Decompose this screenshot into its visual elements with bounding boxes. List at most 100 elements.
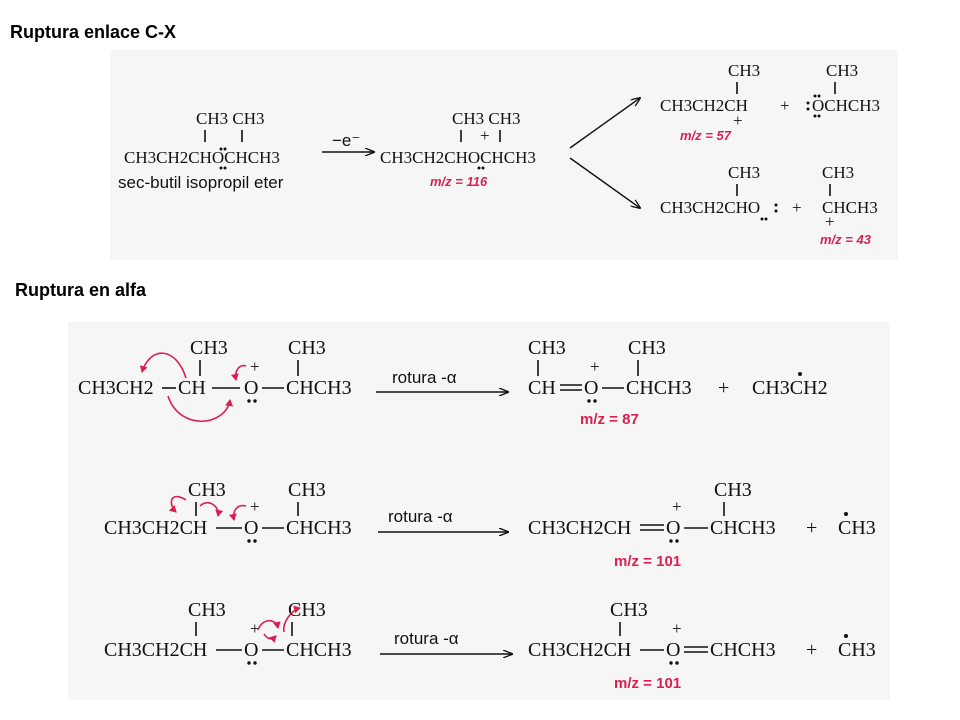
chem-group: CH3 [188,479,226,501]
chem-group: O [244,377,258,399]
mz-101: m/z = 101 [614,553,681,570]
electron-dot [587,399,591,403]
chem-group: CH3 [288,479,326,501]
electron-dot [675,539,679,543]
charge-sign: + [672,497,682,516]
chem-group: CHCH3 [710,517,776,539]
charge-sign: + [250,357,260,376]
product-c-top: CH3 [728,163,760,182]
electron-dot [813,114,817,118]
chem-group: CH3 [188,599,226,621]
chem-group: CH3CH2CH [104,517,207,539]
mz-116: m/z = 116 [430,174,488,189]
electron-dot [813,94,817,98]
product-isopropoxy-radical: CH3 OCHCH3 [806,61,880,118]
row1-ethyl-radical: CH3CH2 [752,372,828,399]
electron-dot [247,399,251,403]
rotura-alpha-label: rotura -α [388,507,453,526]
product-a-top: CH3 [728,61,760,80]
chem-group: CH [178,377,206,399]
electron-dot [219,166,223,170]
charge-sign: + [825,212,835,231]
electron-dot [798,372,802,376]
electron-dot [253,539,257,543]
chem-group: CH [528,377,556,399]
chem-group: O [666,517,680,539]
plus-sign: + [792,198,802,217]
electron-dot [806,101,810,105]
row3-product: CH3 CH3CH2CH O + CHCH3 m/z = 101 [528,599,776,692]
electron-dot [806,107,810,111]
charge-sign: + [733,111,743,130]
chem-group: CHCH3 [626,377,692,399]
mz-57: m/z = 57 [680,128,732,143]
row2-methyl-radical: CH3 [838,512,876,539]
row1-reactant: CH3 CH3 CH3CH2 CH O + CHCH3 [78,337,352,422]
alpha-row-2: CH3 CH3 CH3CH2CH O + CHCH3 rotura -α CH3… [104,479,876,570]
electron-dot [760,217,764,221]
electron-dot [844,634,848,638]
electron-dot [669,539,673,543]
ionization-reagent: −e⁻ [332,131,360,150]
product-b-formula: OCHCH3 [812,96,880,115]
electron-dot [219,147,223,151]
chem-group: CH3CH2CH [528,639,631,661]
reactant-name: sec-butil isopropil eter [118,173,284,192]
electron-dot [247,661,251,665]
product-b-top: CH3 [826,61,858,80]
plus-sign: + [718,377,729,399]
electron-dot [817,114,821,118]
product-d-formula: CHCH3 [822,198,878,217]
charge-sign: + [672,619,682,638]
branch-arrow-upper [569,98,640,149]
row3-reactant: CH3 CH3 CH3CH2CH O + CHCH3 [104,599,352,665]
chem-group: CH3 [190,337,228,359]
chem-group: CH3 [288,337,326,359]
product-c-formula: CH3CH2CHO [660,198,760,217]
scheme1-reactant: CH3 CH3 CH3CH2CHOCHCH3 sec-butil isoprop… [118,109,284,192]
row1-product: CH3 CH3 CH O + CHCH3 m/z = 87 [528,337,692,428]
chem-group: CH3 [714,479,752,501]
electron-push-arrow [282,605,301,633]
cation-top-methyls: CH3 CH3 [452,109,520,128]
chem-group: CHCH3 [286,377,352,399]
chem-group: CH3 [288,599,326,621]
electron-dot [675,661,679,665]
row2-reactant: CH3 CH3 CH3CH2CH O + CHCH3 [104,479,352,543]
row3-methyl-radical: CH3 [838,634,876,661]
charge-sign: + [250,497,260,516]
product-sec-butoxy-radical: CH3 CH3CH2CHO [660,163,778,221]
mz-101: m/z = 101 [614,675,681,692]
electron-dot [774,203,778,207]
chem-group: CHCH3 [286,639,352,661]
plus-sign: + [780,96,790,115]
plus-sign: + [806,639,817,661]
charge-sign: + [480,126,490,145]
plus-sign: + [806,517,817,539]
electron-dot [593,399,597,403]
chem-group: CH3 [628,337,666,359]
electron-dot [844,512,848,516]
chem-group: O [244,639,258,661]
reactant-formula: CH3CH2CHOCHCH3 [124,148,280,167]
mz-43: m/z = 43 [820,232,872,247]
electron-dot [223,166,227,170]
panel-cx-scheme [110,50,898,260]
product-isopropyl-cation: CH3 CHCH3 + m/z = 43 [820,163,878,247]
electron-dot [223,147,227,151]
charge-sign: + [250,619,260,638]
panel-alpha-scheme [68,322,890,700]
reactant-top-methyls: CH3 CH3 [196,109,264,128]
chem-group: CH3 [838,639,876,661]
alpha-row-1: CH3 CH3 CH3CH2 CH O + CHCH3 rotura -α CH… [78,337,828,428]
oxygen-lone-pairs [219,147,227,170]
heading-cx-cleavage: Ruptura enlace C-X [10,22,177,42]
scheme1-radical-cation: CH3 CH3 CH3CH2CHOCHCH3 + m/z = 116 [380,109,536,189]
chem-group: O [584,377,598,399]
cation-formula: CH3CH2CHOCHCH3 [380,148,536,167]
electron-push-arrow [263,633,277,644]
electron-dot [477,166,481,170]
chem-group: CH3CH2CH [528,517,631,539]
chem-group: CH3CH2 [78,377,154,399]
